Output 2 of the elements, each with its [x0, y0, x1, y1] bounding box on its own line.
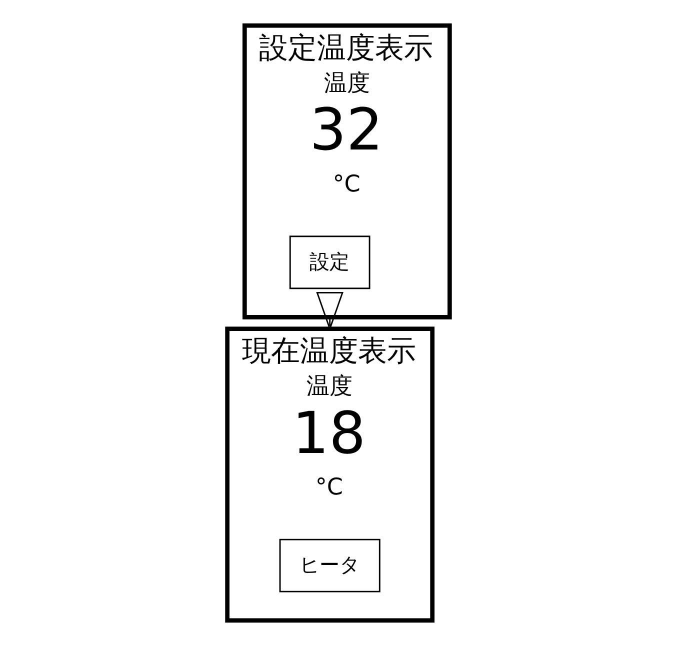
node-box: ヒータ [278, 538, 380, 592]
node-box: 設定 [288, 236, 370, 290]
